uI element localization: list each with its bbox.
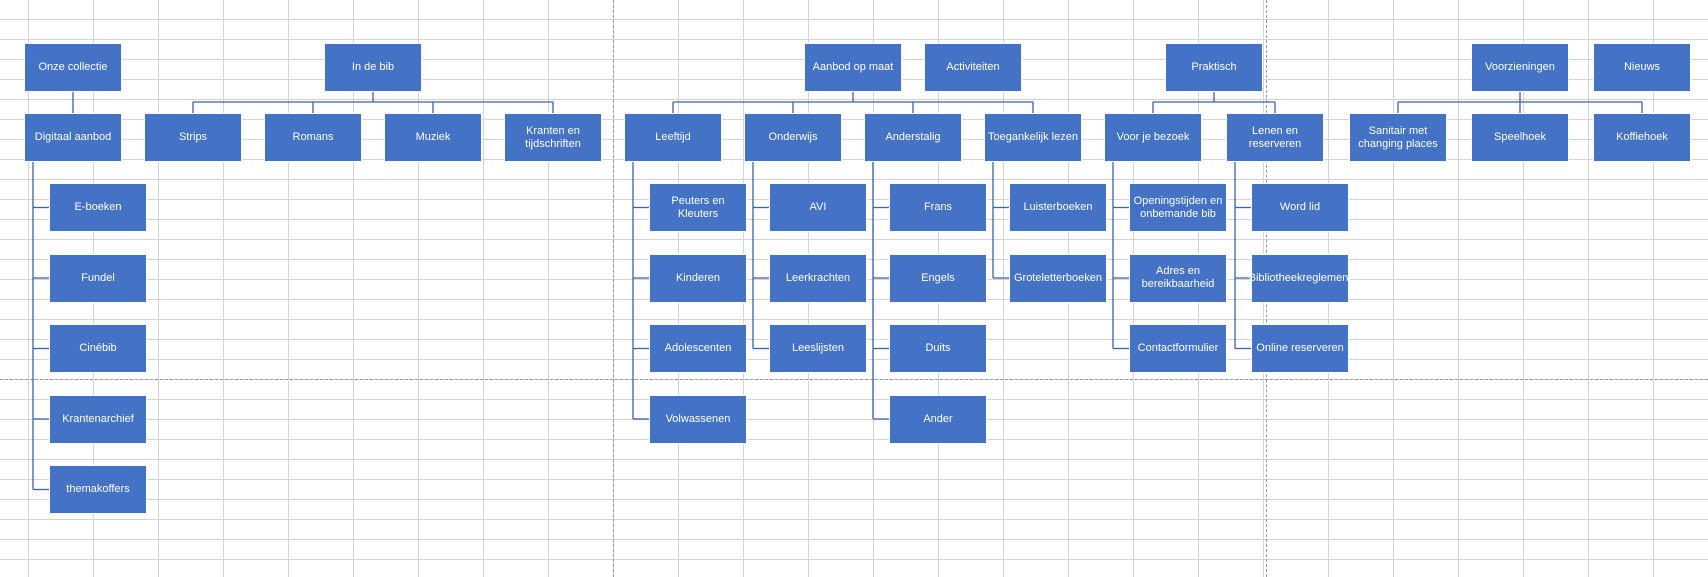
org-node-level3[interactable]: Luisterboeken [1009,183,1107,232]
org-node-level1[interactable]: Aanbod op maat [804,43,902,92]
org-node-level3[interactable]: Frans [889,183,987,232]
org-node-level3[interactable]: Duits [889,324,987,373]
org-node-level3[interactable]: Volwassenen [649,394,747,444]
org-node-level3[interactable]: Cinébib [49,324,147,373]
org-node-level2[interactable]: Toegankelijk lezen [984,113,1082,162]
org-node-level3[interactable]: Openingstijden en onbemande bib [1129,183,1227,232]
org-node-level3[interactable]: Contactformulier [1129,324,1227,373]
org-node-level2[interactable]: Leeftijd [624,113,722,162]
org-node-level2[interactable]: Strips [144,113,242,162]
org-node-level1[interactable]: Activiteiten [924,43,1022,92]
org-node-level3[interactable]: Adres en bereikbaarheid [1129,253,1227,303]
org-node-level2[interactable]: Onderwijs [744,113,842,162]
org-node-level3[interactable]: Krantenarchief [49,394,147,444]
org-node-level1[interactable]: Praktisch [1165,43,1263,92]
org-node-level2[interactable]: Digitaal aanbod [24,113,122,162]
org-node-level3[interactable]: Leerkrachten [769,253,867,303]
org-node-level3[interactable]: Groteletterboeken [1009,253,1107,303]
org-node-level1[interactable]: Voorzieningen [1471,43,1569,92]
org-node-level2[interactable]: Koffiehoek [1593,113,1691,162]
org-node-level2[interactable]: Voor je bezoek [1104,113,1202,162]
org-node-level2[interactable]: Lenen en reserveren [1226,113,1324,162]
org-node-level2[interactable]: Sanitair met changing places [1349,113,1447,162]
org-node-level3[interactable]: Engels [889,253,987,303]
org-node-level2[interactable]: Kranten en tijdschriften [504,113,602,162]
org-node-level1[interactable]: Onze collectie [24,43,122,92]
org-node-level3[interactable]: Kinderen [649,253,747,303]
org-node-level2[interactable]: Romans [264,113,362,162]
org-node-level2[interactable]: Muziek [384,113,482,162]
org-node-level3[interactable]: Word lid [1251,183,1349,232]
org-node-level3[interactable]: Online reserveren [1251,324,1349,373]
org-node-level3[interactable]: Ander [889,394,987,444]
org-node-level2[interactable]: Speelhoek [1471,113,1569,162]
org-node-level1[interactable]: In de bib [324,43,422,92]
org-node-level3[interactable]: Adolescenten [649,324,747,373]
org-node-level3[interactable]: Fundel [49,253,147,303]
org-node-level3[interactable]: Bibliotheekreglement [1249,253,1351,303]
page-break-vertical [613,0,614,577]
page-break-horizontal [0,379,1708,380]
org-node-level3[interactable]: E-boeken [49,183,147,232]
org-node-level3[interactable]: Leeslijsten [769,324,867,373]
org-node-level3[interactable]: themakoffers [49,465,147,514]
org-node-level1[interactable]: Nieuws [1593,43,1691,92]
org-node-level3[interactable]: Peuters en Kleuters [649,183,747,232]
org-node-level2[interactable]: Anderstalig [864,113,962,162]
org-node-level3[interactable]: AVI [769,183,867,232]
